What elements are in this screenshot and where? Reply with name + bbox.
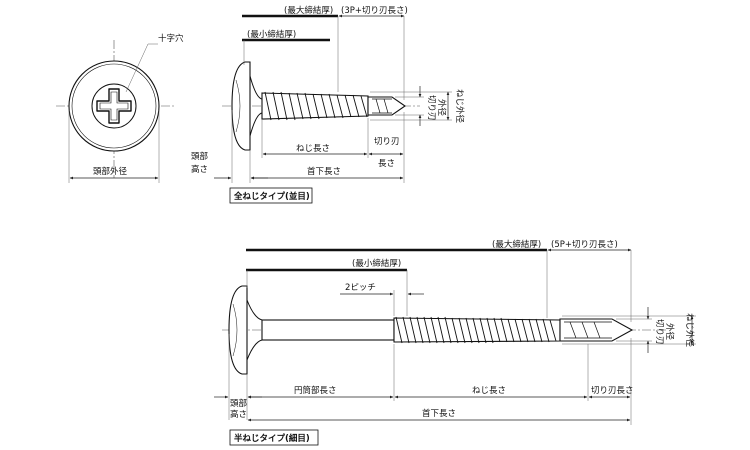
svg-text:ねじ長さ: ねじ長さ [472,386,506,396]
head-front-view [56,40,175,178]
bottom-min-grip: (最小締結厚) [246,258,408,316]
svg-text:首下長さ: 首下長さ [307,166,341,177]
bottom-shank-length: 円筒部長さ [247,344,395,401]
svg-text:(最大締結厚): (最大締結厚) [284,5,333,16]
top-pitch-plus-drill: (3P+切り刃長さ) [338,6,408,100]
svg-text:(5P+切り刃長さ): (5P+切り刃長さ) [551,240,618,250]
bottom-screw-body [222,285,668,375]
svg-text:高さ: 高さ [191,164,208,175]
top-head-height: 頭部 高さ [191,110,268,183]
top-caption: 全ねじタイプ(並目) [229,187,313,204]
bottom-thread-length: ねじ長さ [394,344,589,401]
bottom-caption: 半ねじタイプ(細目) [229,429,319,446]
svg-text:切り刃長さ: 切り刃長さ [591,386,634,396]
top-min-grip: (最小締結厚) [242,29,330,65]
bottom-thread-diameter: ねじ外径 [562,313,696,348]
svg-text:頭部: 頭部 [230,398,248,409]
svg-text:全ねじタイプ(並目): 全ねじタイプ(並目) [233,191,310,202]
svg-text:円筒部長さ: 円筒部長さ [294,385,337,396]
top-drill-diameter: 切り刃 外径 [395,86,447,126]
svg-text:頭部外径: 頭部外径 [93,166,128,177]
svg-text:ねじ長さ: ねじ長さ [296,144,330,154]
bottom-drill-length: 切り刃長さ [588,338,634,425]
svg-text:(最大締結厚): (最大締結厚) [492,239,541,250]
cross-recess-icon [96,88,132,124]
svg-text:(3P+切り刃長さ): (3P+切り刃長さ) [341,6,408,16]
svg-text:首下長さ: 首下長さ [422,408,456,419]
svg-text:ねじ外径: ねじ外径 [454,89,465,124]
cross-recess-label: 十字穴 [125,33,184,93]
svg-text:2ピッチ: 2ピッチ [345,283,376,293]
top-under-head-length: 首下長さ [250,166,404,180]
head-diameter-dimension: 頭部外径 [68,110,160,183]
top-thread-diameter: ねじ外径 [370,89,465,124]
top-max-grip: (最大締結厚) [242,5,339,92]
svg-text:切り刃: 切り刃 [426,95,436,121]
svg-text:長さ: 長さ [378,159,395,169]
bottom-pitch-plus-drill: (5P+切り刃長さ) [547,240,632,322]
svg-text:外径: 外径 [436,99,447,117]
svg-text:(最小締結厚): (最小締結厚) [352,258,401,269]
svg-text:半ねじタイプ(細目): 半ねじタイプ(細目) [234,433,310,444]
svg-text:切り刃: 切り刃 [654,319,664,345]
bottom-drill-diameter: 切り刃 外径 [616,307,675,353]
bottom-under-head-length: 首下長さ [247,408,631,422]
top-drill-length: 切り刃 長さ [368,112,405,183]
svg-text:外径: 外径 [664,323,675,341]
svg-text:高さ: 高さ [230,409,247,420]
svg-text:ねじ外径: ねじ外径 [684,313,695,348]
top-thread-length: ねじ長さ [261,118,369,158]
svg-text:(最小締結厚): (最小締結厚) [247,29,296,40]
bottom-max-grip: (最大締結厚) [246,239,548,318]
bottom-two-pitch: 2ピッチ [340,283,424,316]
top-screw-body [222,61,420,151]
svg-text:頭部: 頭部 [191,151,209,162]
svg-text:切り刃: 切り刃 [374,137,400,147]
svg-text:十字穴: 十字穴 [158,33,184,44]
